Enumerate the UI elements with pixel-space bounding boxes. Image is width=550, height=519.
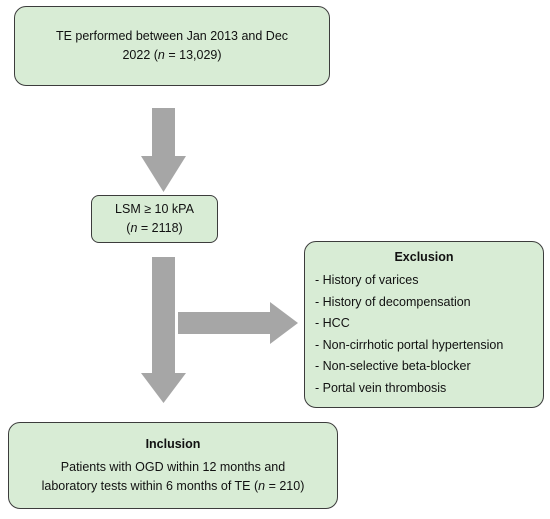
exclusion-title: Exclusion: [394, 250, 454, 264]
inclusion-n-symbol: n: [258, 479, 266, 493]
box-inclusion: Inclusion Patients with OGD within 12 mo…: [8, 422, 338, 509]
inclusion-line-2: laboratory tests within 6 months of TE (…: [42, 477, 305, 496]
te-n-symbol: n: [157, 48, 165, 62]
te-line-2: 2022 (n = 13,029): [122, 46, 221, 65]
te-line-2-prefix: 2022 (: [122, 48, 158, 62]
exclusion-item: - HCC: [315, 316, 350, 331]
box-lsm: LSM ≥ 10 kPA (n = 2118): [91, 195, 218, 243]
inclusion-title: Inclusion: [145, 437, 201, 451]
inclusion-line-1: Patients with OGD within 12 months and: [60, 460, 286, 474]
lsm-n-symbol: n: [130, 221, 138, 235]
box-te-performed: TE performed between Jan 2013 and Dec 20…: [14, 6, 330, 86]
exclusion-item: - History of decompensation: [315, 294, 471, 309]
inclusion-line-2-prefix: laboratory tests within 6 months of TE (: [41, 479, 259, 493]
lsm-line-2-suffix: = 2118): [137, 221, 183, 235]
lsm-line-2: (n = 2118): [126, 219, 182, 238]
right-arrow-icon: [178, 302, 298, 344]
exclusion-item: - Portal vein thrombosis: [315, 380, 447, 395]
down-arrow-icon: [141, 108, 186, 192]
exclusion-item: - Non-selective beta-blocker: [315, 359, 471, 374]
down-arrow-icon: [141, 257, 186, 403]
box-exclusion: Exclusion - History of varices - History…: [304, 241, 544, 408]
inclusion-line-2-suffix: = 210): [265, 479, 305, 493]
lsm-line-2-prefix: (: [126, 221, 131, 235]
exclusion-item: - Non-cirrhotic portal hypertension: [315, 337, 504, 352]
lsm-line-1: LSM ≥ 10 kPA: [115, 202, 194, 216]
exclusion-list: - History of varices - History of decomp…: [315, 270, 503, 400]
te-line-2-suffix: = 13,029): [164, 48, 222, 62]
te-line-1: TE performed between Jan 2013 and Dec: [55, 29, 289, 43]
exclusion-item: - History of varices: [315, 273, 419, 287]
